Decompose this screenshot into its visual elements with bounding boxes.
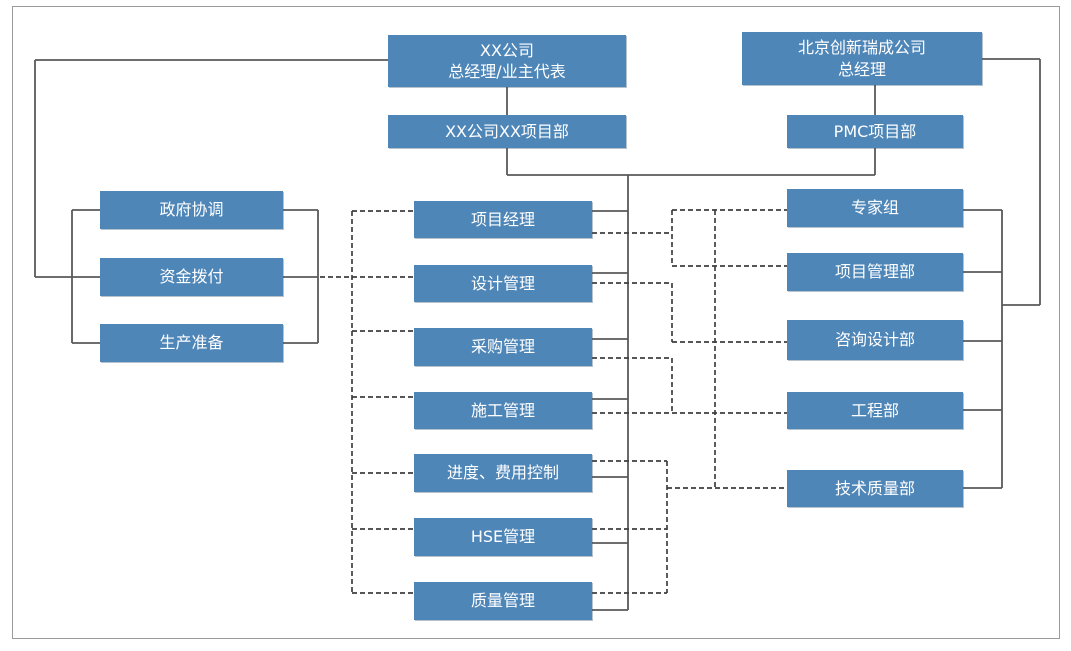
node-project-manager: 项目经理 xyxy=(414,201,592,238)
node-construction-mgmt: 施工管理 xyxy=(414,392,592,429)
node-fund-allocation: 资金拨付 xyxy=(100,258,283,296)
node-production-prep: 生产准备 xyxy=(100,324,283,362)
node-design-mgmt: 设计管理 xyxy=(414,265,592,302)
node-gov-coordination: 政府协调 xyxy=(100,191,283,229)
node-project-mgmt-dept: 项目管理部 xyxy=(787,253,963,291)
node-hse-mgmt: HSE管理 xyxy=(414,518,592,556)
node-quality-mgmt: 质量管理 xyxy=(414,582,592,620)
dashed-connectors xyxy=(320,209,787,594)
node-pmc-gm: 北京创新瑞成公司 总经理 xyxy=(742,32,982,85)
node-tech-quality-dept: 技术质量部 xyxy=(787,470,963,507)
node-schedule-cost-control: 进度、费用控制 xyxy=(414,454,592,492)
node-consulting-design-dept: 咨询设计部 xyxy=(787,320,963,360)
solid-connectors xyxy=(34,58,1041,611)
node-owner-gm: XX公司 总经理/业主代表 xyxy=(388,35,626,87)
node-pmc-project-dept: PMC项目部 xyxy=(787,115,963,148)
node-procurement-mgmt: 采购管理 xyxy=(414,328,592,366)
node-expert-group: 专家组 xyxy=(787,189,963,227)
node-owner-project-dept: XX公司XX项目部 xyxy=(388,115,626,148)
node-engineering-dept: 工程部 xyxy=(787,392,963,429)
